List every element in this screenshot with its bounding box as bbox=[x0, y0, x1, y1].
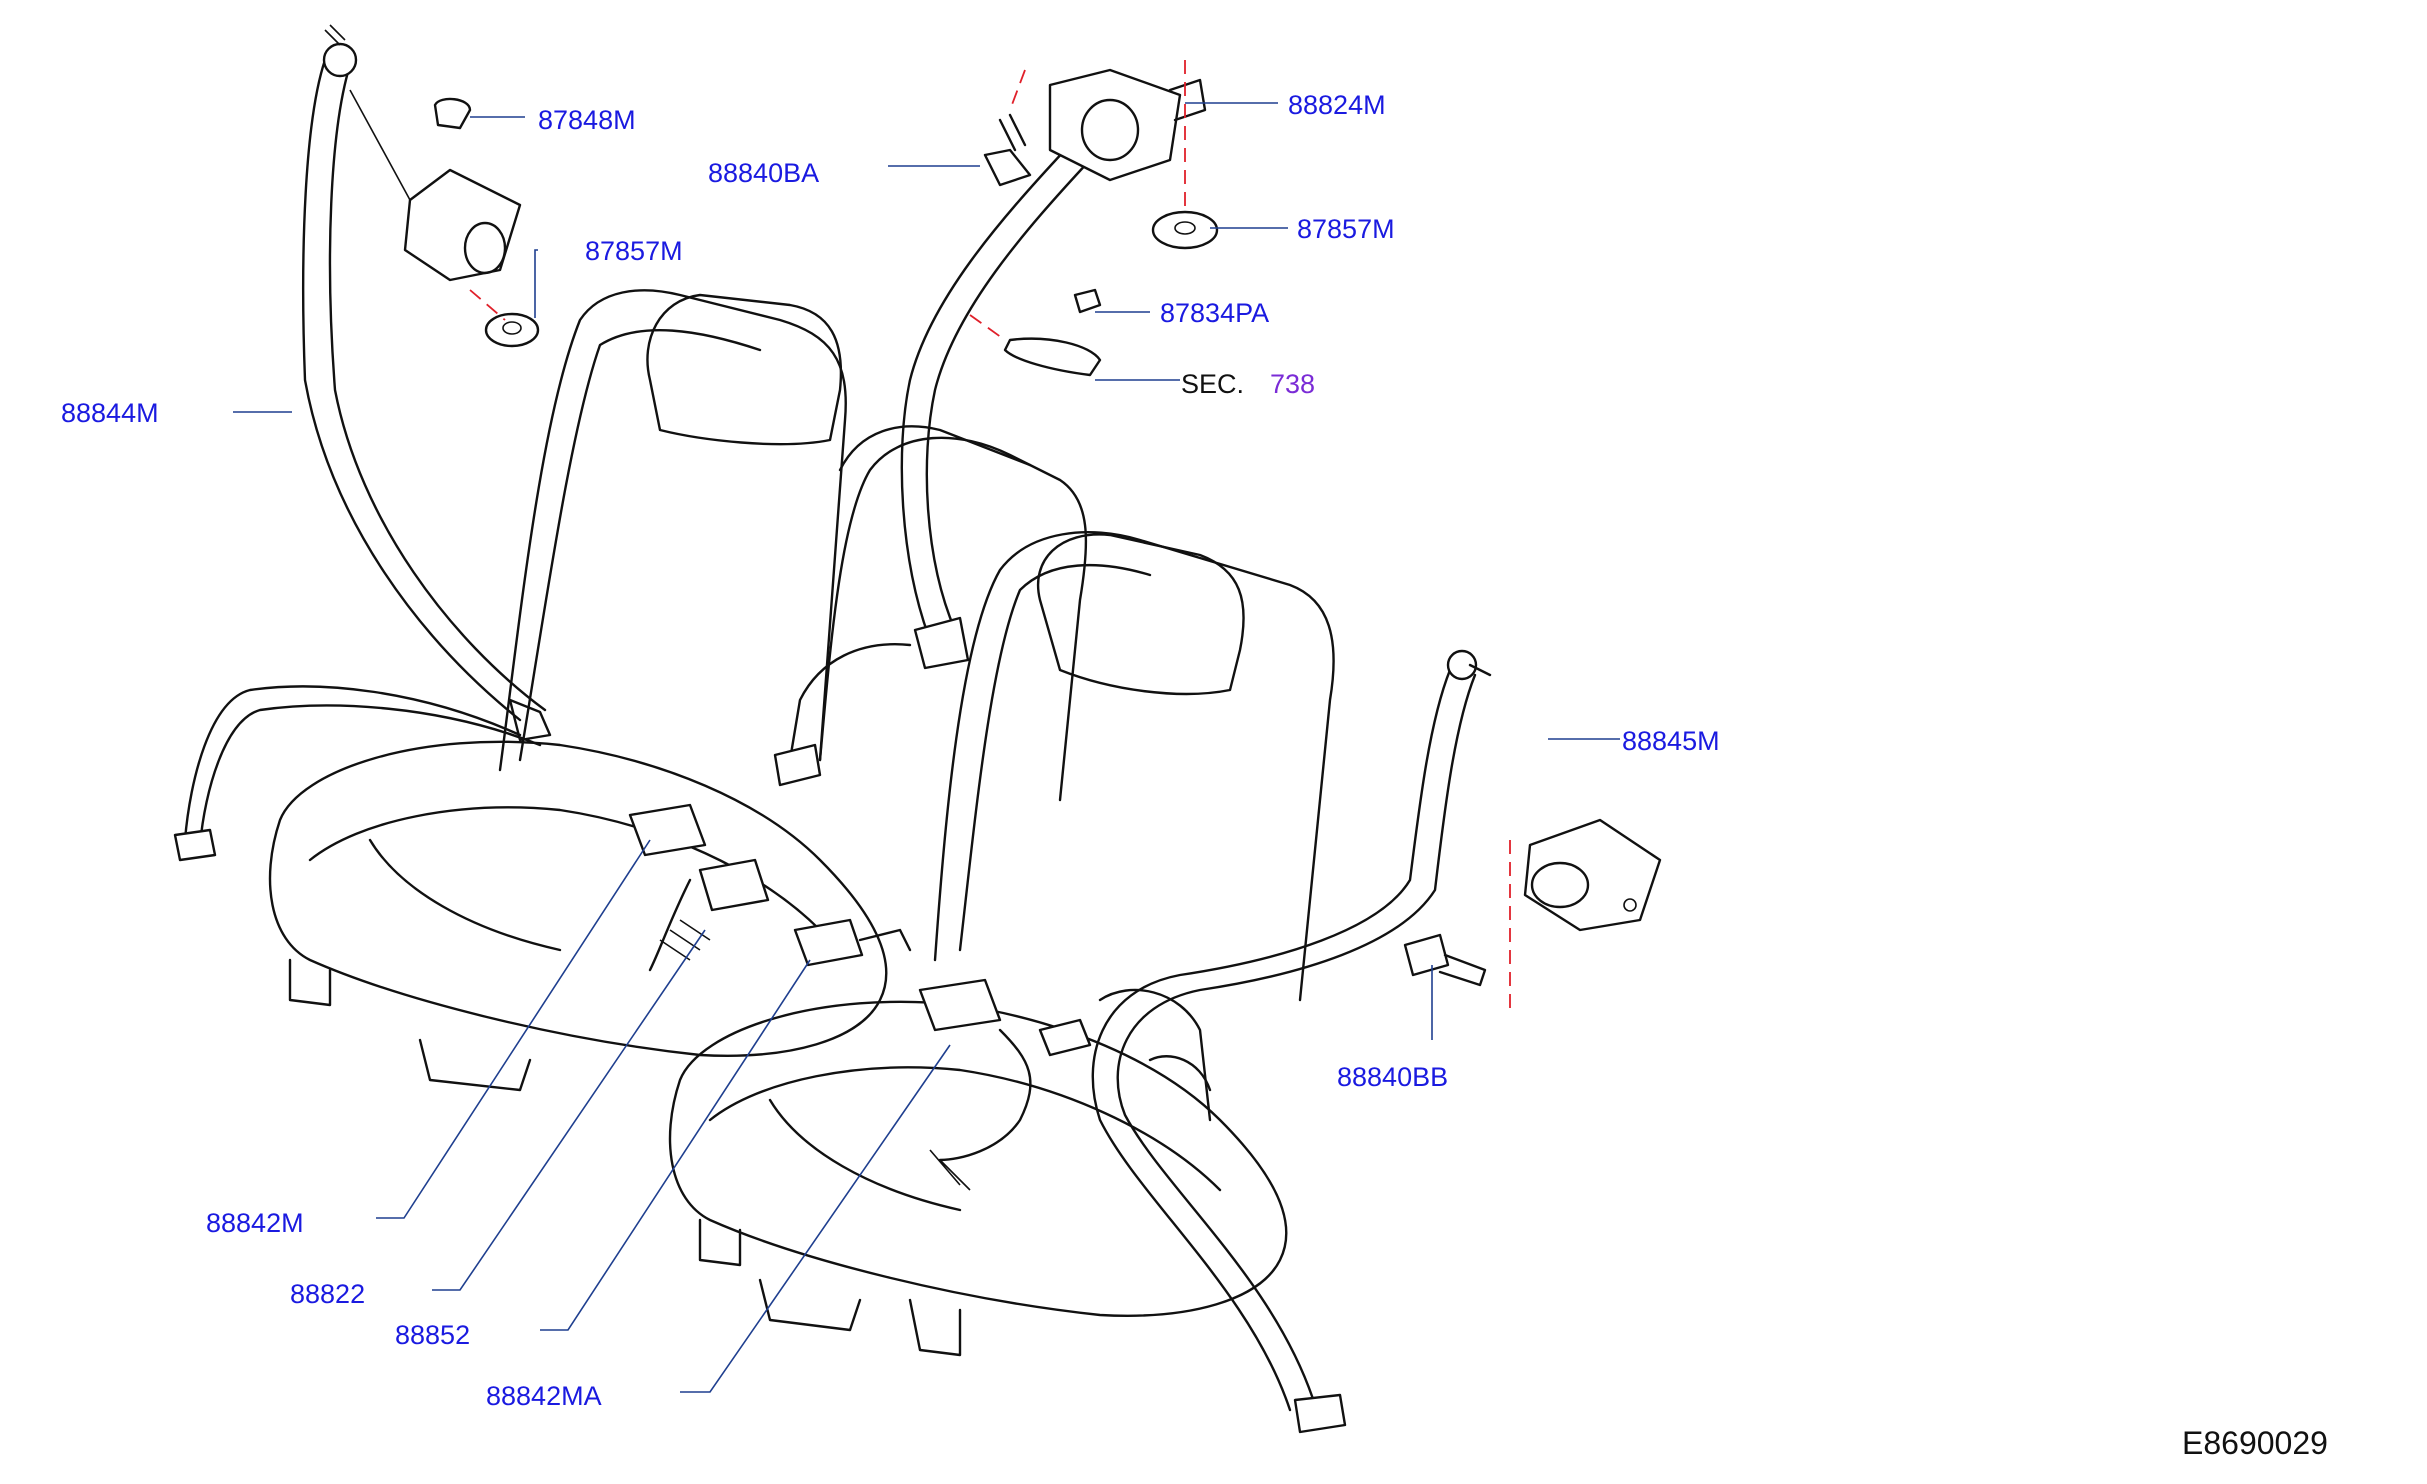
label-88852: 88852 bbox=[395, 1320, 470, 1350]
label-88845M: 88845M bbox=[1622, 726, 1720, 756]
label-88844M: 88844M bbox=[61, 398, 159, 428]
label-87834PA: 87834PA bbox=[1160, 298, 1269, 328]
label-88840BA: 88840BA bbox=[708, 158, 819, 188]
label-88842MA: 88842MA bbox=[486, 1381, 602, 1411]
label-sec-number: 738 bbox=[1270, 369, 1315, 399]
label-88842M: 88842M bbox=[206, 1208, 304, 1238]
left-seat-belt-assembly bbox=[173, 24, 552, 862]
right-seat-belt-assembly bbox=[1091, 649, 1662, 1434]
label-88824M: 88824M bbox=[1288, 90, 1386, 120]
rear-seat-illustration bbox=[268, 289, 1335, 1357]
label-88840BB: 88840BB bbox=[1337, 1062, 1448, 1092]
label-87848M: 87848M bbox=[538, 105, 636, 135]
label-88822: 88822 bbox=[290, 1279, 365, 1309]
center-seat-belt-assembly bbox=[773, 60, 1219, 787]
label-87857M-right: 87857M bbox=[1297, 214, 1395, 244]
part-labels: 87848M 87857M 88844M 88840BA 88824M 8785… bbox=[61, 90, 2328, 1461]
diagram-code: E8690029 bbox=[2182, 1425, 2328, 1461]
buckle-assemblies bbox=[628, 803, 1092, 1191]
label-87857M-left: 87857M bbox=[585, 236, 683, 266]
label-sec-prefix: SEC. bbox=[1181, 369, 1244, 399]
leader-lines bbox=[233, 102, 1620, 1393]
